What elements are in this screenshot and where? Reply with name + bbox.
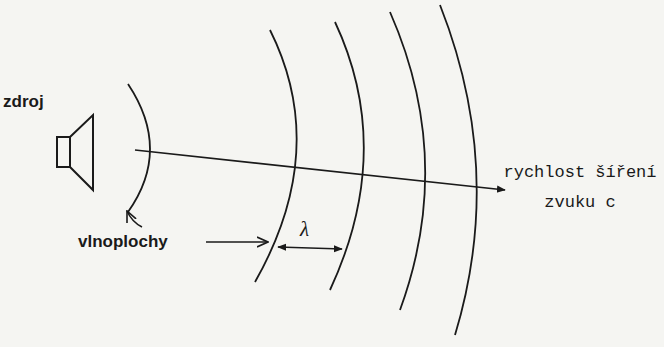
propagation-arrow [135, 150, 505, 190]
wavelength-symbol: λ [300, 218, 309, 240]
leader-arrow [206, 241, 268, 243]
wavefronts [128, 5, 477, 335]
speaker-symbol [57, 115, 93, 190]
source-label: zdroj [3, 92, 44, 112]
wavefront-label: vlnoplochy [78, 232, 168, 252]
speed-label: rychlost šíření zvuku c [500, 158, 660, 218]
leader-arrow [127, 211, 142, 227]
wavelength-dimension [278, 247, 342, 249]
